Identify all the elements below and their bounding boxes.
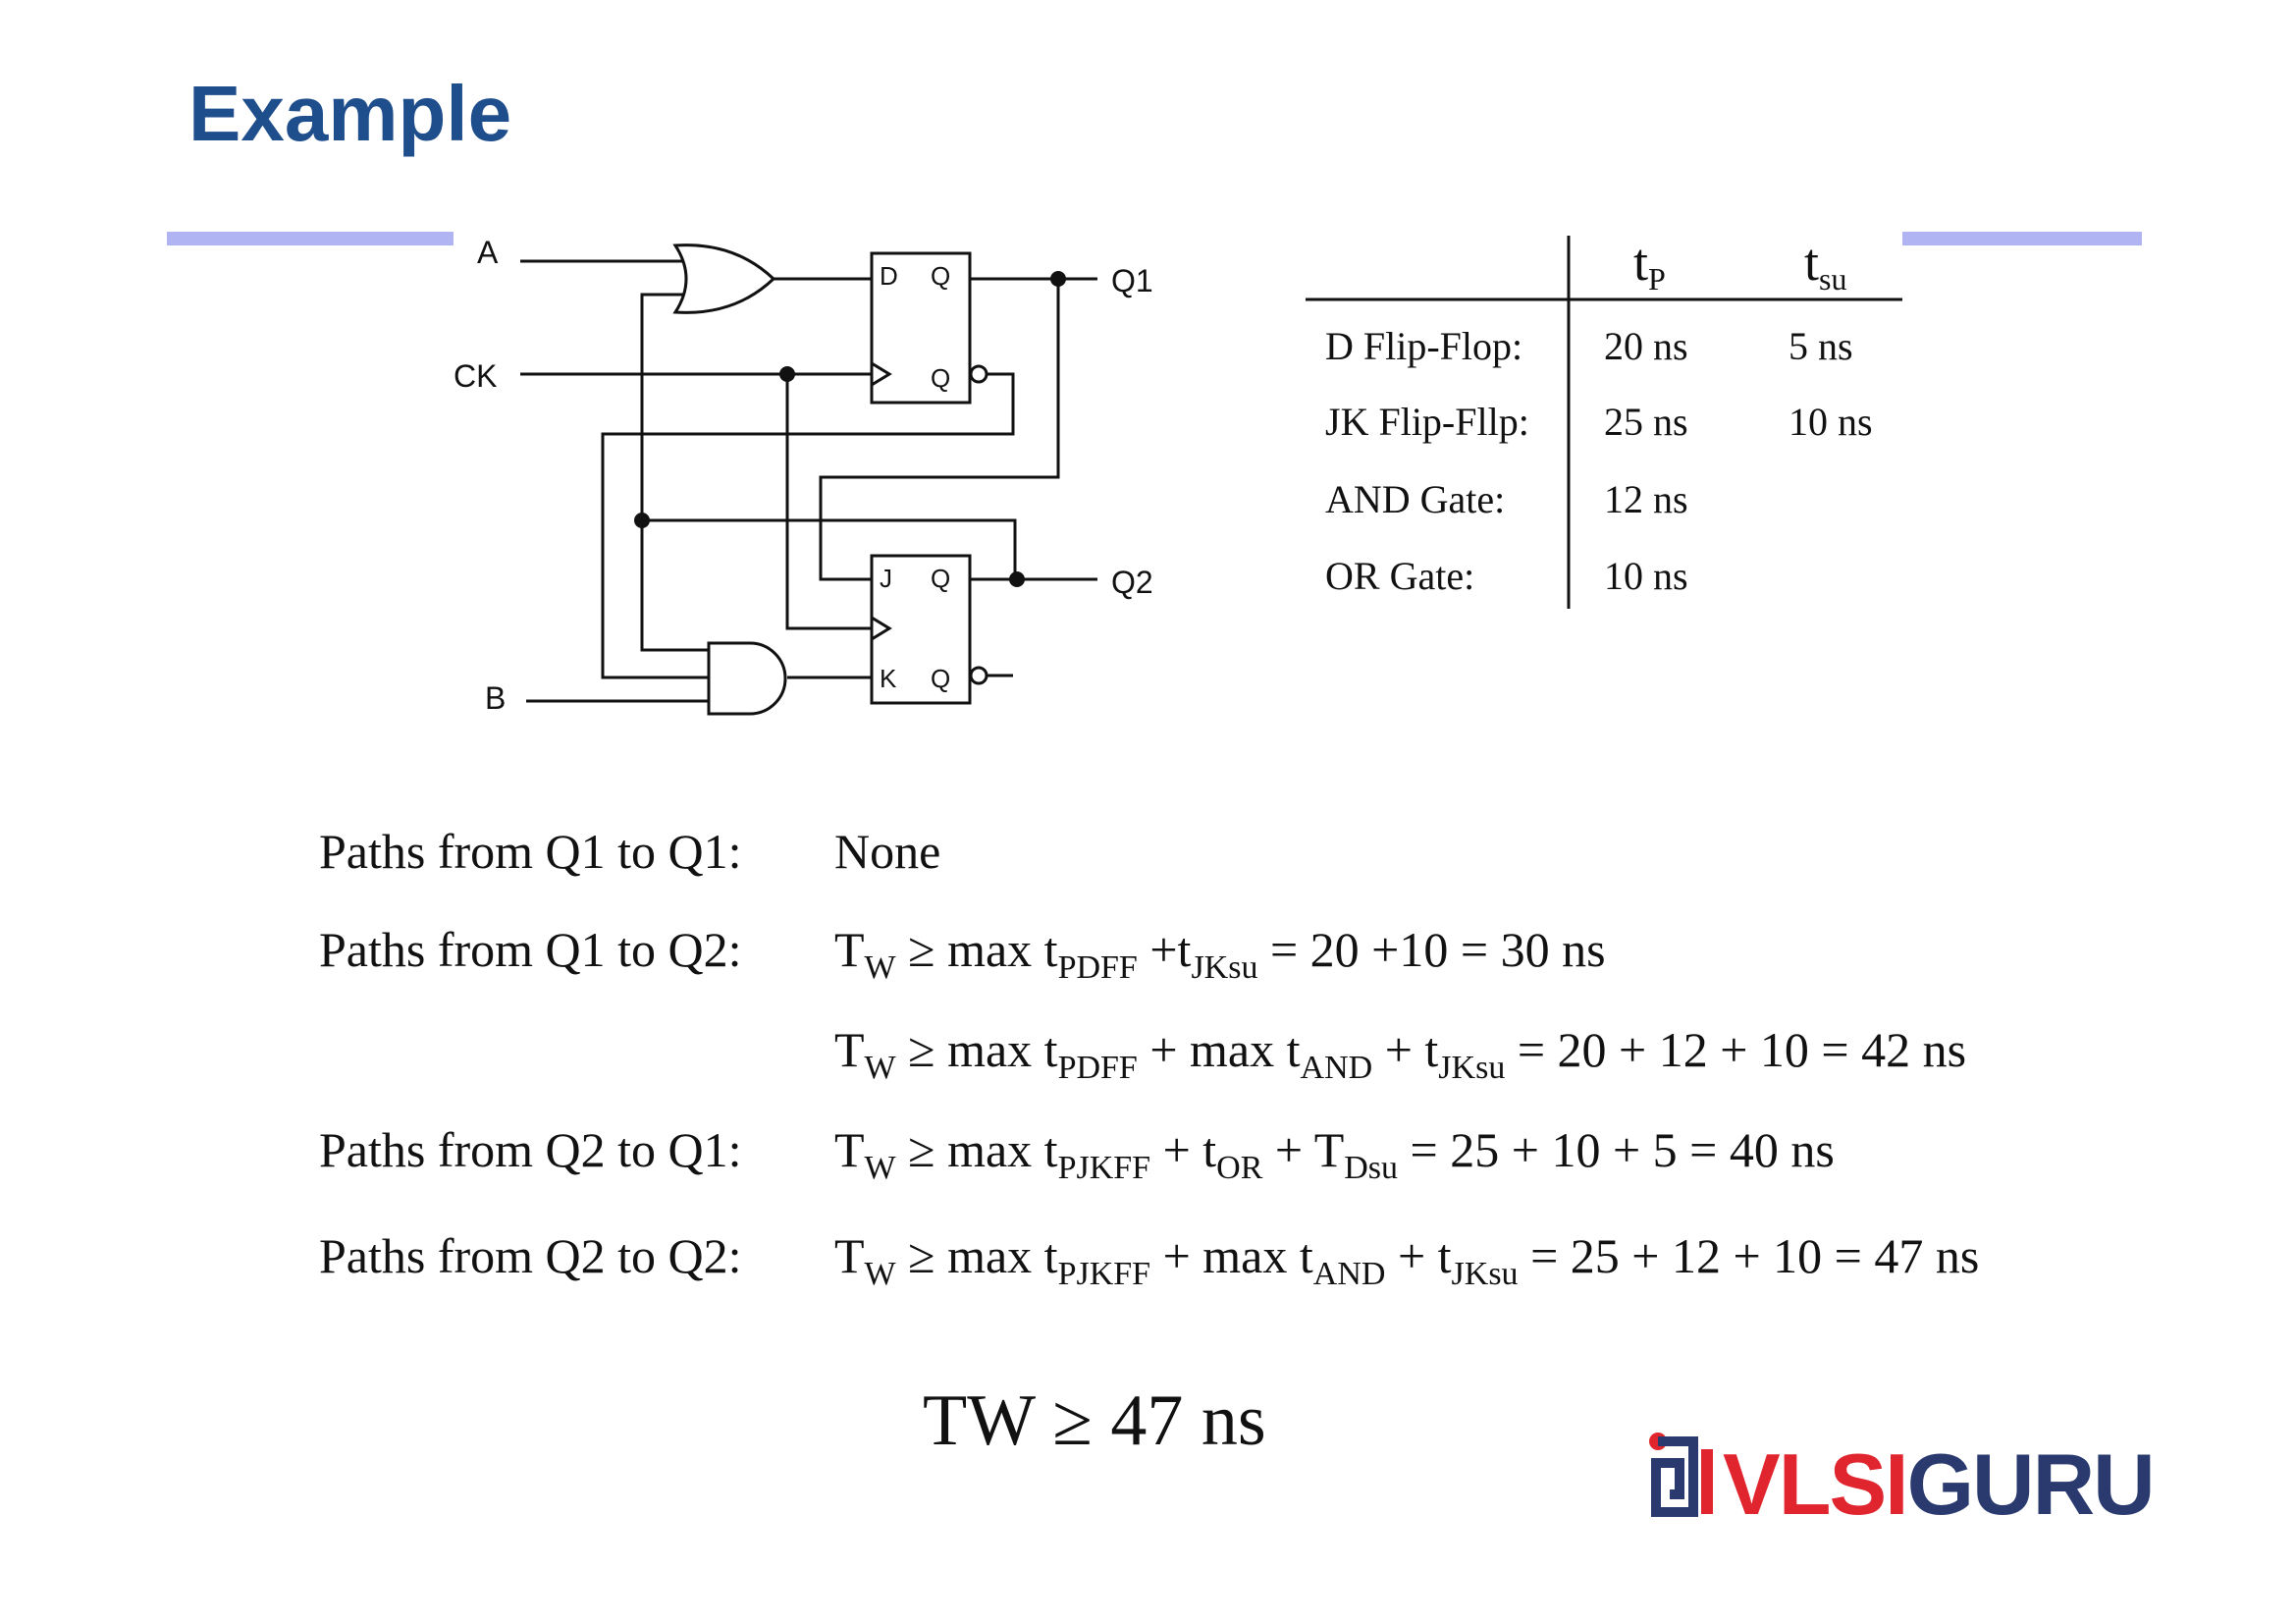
conclusion: TW ≥ 47 ns [923, 1380, 1266, 1461]
path-label: Paths from Q1 to Q1: [319, 824, 742, 879]
jkff-pin-q: Q [931, 564, 950, 593]
and-gate [707, 641, 787, 716]
dff-pin-qbar: Q [931, 363, 950, 393]
row-name: D Flip-Flop: [1325, 324, 1522, 368]
decorative-rule-right [1902, 232, 2142, 245]
signal-label-b: B [485, 680, 506, 716]
logo-text-red: VLSI [1723, 1435, 1907, 1532]
path-equation: TW ≥ max tPJKFF + tOR + TDsu = 25 + 10 +… [834, 1122, 1835, 1186]
path-equation: None [834, 824, 941, 879]
slide-title: Example [188, 70, 512, 157]
logo-text: VLSIGURU [1723, 1435, 2154, 1532]
jkff-pin-qbar: Q [931, 664, 950, 693]
or-gate [672, 243, 776, 314]
signal-label-q2: Q2 [1111, 565, 1153, 600]
timing-table: tP tsu D Flip-Flop: 20 ns 5 ns JK Flip-F… [1306, 233, 1902, 609]
signal-label-ck: CK [454, 358, 497, 394]
path-label: Paths from Q2 to Q2: [319, 1228, 742, 1283]
d-flip-flop: D Q Q [870, 251, 988, 405]
logo-mark-icon [1649, 1433, 1713, 1517]
dff-pin-q: Q [931, 261, 950, 291]
junction-dots [634, 271, 1066, 587]
signal-label-q1: Q1 [1111, 263, 1153, 298]
jkff-pin-j: J [880, 564, 892, 593]
path-equation: TW ≥ max tPDFF + max tAND + tJKsu = 20 +… [834, 1022, 1967, 1086]
row-name: AND Gate: [1325, 477, 1505, 521]
signal-label-a: A [477, 235, 499, 270]
row-tp: 10 ns [1604, 554, 1688, 598]
jk-flip-flop: J Q K Q [870, 554, 988, 705]
header-tp: tP [1633, 233, 1666, 297]
row-tp: 20 ns [1604, 324, 1688, 368]
decorative-rule-left [167, 232, 454, 245]
row-name: JK Flip-Fllp: [1325, 400, 1529, 444]
row-tsu: 10 ns [1789, 400, 1873, 444]
path-equation: TW ≥ max tPJKFF + max tAND + tJKsu = 25 … [834, 1228, 1980, 1292]
path-label: Paths from Q2 to Q1: [319, 1122, 742, 1177]
wires [520, 259, 1097, 703]
header-tsu: tsu [1804, 233, 1846, 297]
vlsiguru-logo: VLSIGURU [1649, 1433, 2156, 1532]
circuit-and-table: A CK B Q1 Q2 D Q Q J Q K Q [454, 233, 1902, 716]
path-label: Paths from Q1 to Q2: [319, 922, 742, 977]
row-name: OR Gate: [1325, 554, 1474, 598]
logo-text-blue: GURU [1907, 1435, 2154, 1532]
jkff-pin-k: K [880, 664, 897, 693]
row-tp: 25 ns [1604, 400, 1688, 444]
row-tsu: 5 ns [1789, 324, 1853, 368]
row-tp: 12 ns [1604, 477, 1688, 521]
dff-pin-d: D [880, 261, 898, 291]
path-equation: TW ≥ max tPDFF +tJKsu = 20 +10 = 30 ns [834, 922, 1606, 986]
